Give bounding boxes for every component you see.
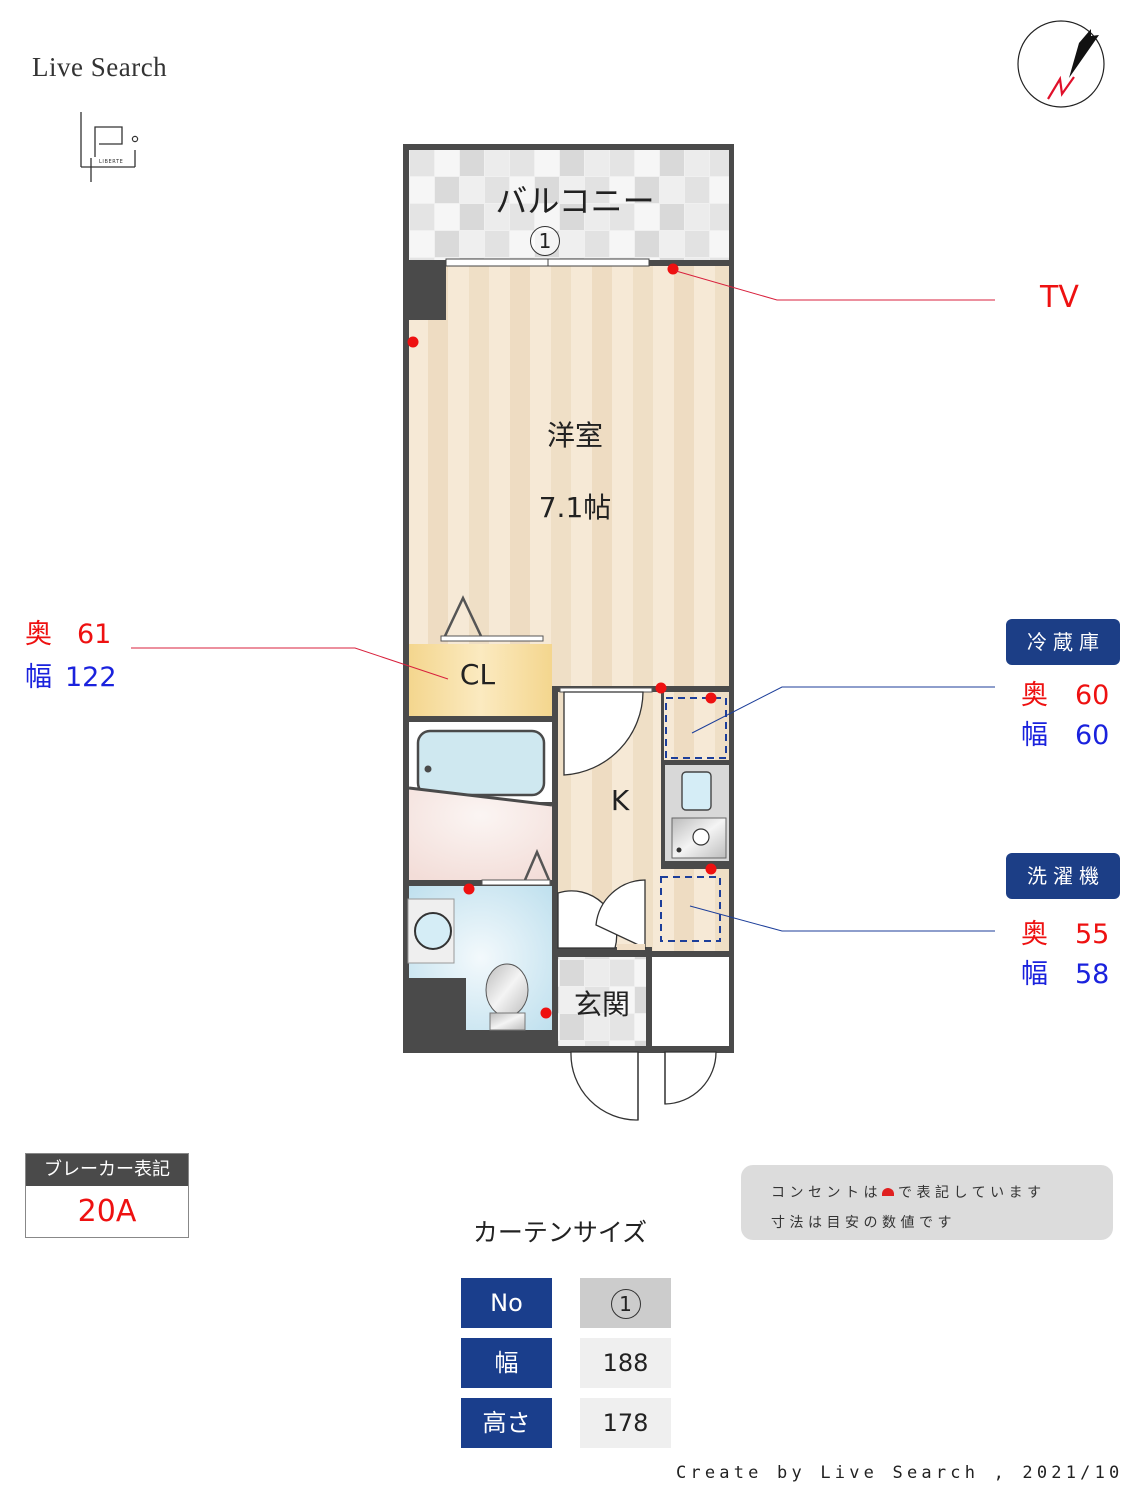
liberte-logo: LIBERTE (78, 110, 148, 185)
brand-title: Live Search (32, 52, 168, 82)
breaker-label: ブレーカー表記 (26, 1154, 188, 1186)
svg-text:LIBERTE: LIBERTE (99, 159, 123, 165)
compass-icon (1017, 20, 1105, 108)
room-label-western: 洋室 (546, 419, 603, 452)
room-label-closet: CL (459, 658, 496, 691)
note-line-2: 寸法は目安の数値です (771, 1215, 956, 1231)
row-header-width: 幅 (461, 1338, 552, 1388)
outlet-icon (882, 1188, 894, 1196)
row-value-no: 1 (580, 1278, 671, 1328)
footer-credit: Create by Live Search , 2021/10 (676, 1463, 1124, 1483)
curtain-size-title: カーテンサイズ (472, 1218, 648, 1247)
row-header-no: No (461, 1278, 552, 1328)
washer-tag: 洗濯機 (1006, 853, 1120, 899)
room-label-entrance: 玄関 (573, 988, 630, 1021)
legend-note: コンセントはで表記しています 寸法は目安の数値です (741, 1165, 1113, 1240)
logo-icon: LIBERTE (80, 112, 139, 182)
row-value-width: 188 (580, 1338, 671, 1388)
fridge-tag: 冷蔵庫 (1006, 619, 1120, 665)
compass (1015, 18, 1107, 110)
table-row: 高さ 178 (461, 1398, 671, 1448)
room-label-balcony: バルコニー (495, 182, 655, 220)
table-row: 幅 188 (461, 1338, 671, 1388)
breaker-box: ブレーカー表記 20A (25, 1153, 189, 1238)
room-label-kitchen: K (610, 784, 630, 817)
row-value-height: 178 (580, 1398, 671, 1448)
note-line-1: コンセントはで表記しています (771, 1185, 1046, 1201)
tv-outlet-label: TV (1040, 280, 1079, 315)
row-header-height: 高さ (461, 1398, 552, 1448)
curtain-marker-1: 1 (530, 226, 560, 256)
table-row: No 1 (461, 1278, 671, 1328)
curtain-size-table: No 1 幅 188 高さ 178 (461, 1278, 671, 1458)
breaker-value: 20A (77, 1194, 137, 1229)
room-size-western: 7.1帖 (538, 491, 612, 524)
